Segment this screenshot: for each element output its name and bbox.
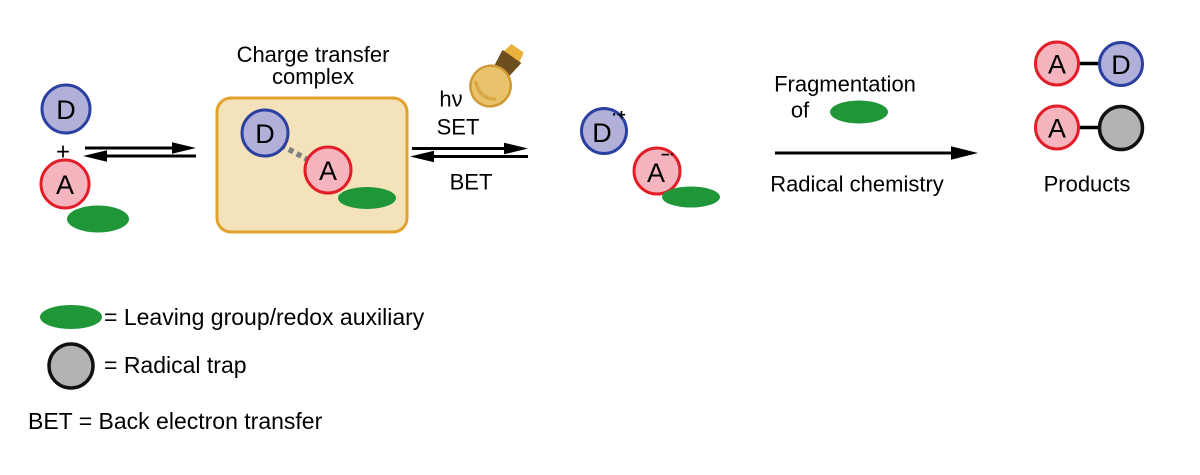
products-label: Products [1044, 172, 1131, 197]
legend-radical-trap-circle [47, 342, 95, 390]
hv-label: hν [439, 87, 462, 112]
photoexcitation-group: hν SET BET [410, 87, 528, 195]
acceptor-circle [39, 158, 91, 210]
bet-arrowhead [410, 150, 434, 163]
bet-label: BET [450, 170, 493, 195]
donor-letter: D [56, 95, 76, 125]
fragmentation-label: Fragmentation [774, 72, 916, 97]
acceptor-radical-anion-letter: A [647, 158, 665, 188]
bulb-tip [503, 43, 524, 63]
fragmentation-group: Fragmentation of Radical chemistry [770, 72, 978, 197]
equilibrium-arrow-left [83, 142, 196, 162]
product2-acceptor-circle [1034, 104, 1080, 151]
acceptor-radical-anion-charge: −· [661, 147, 675, 164]
ctc-acceptor-circle [303, 145, 353, 195]
leaving-group-ellipse [67, 205, 129, 233]
acceptor-letter: A [56, 170, 74, 200]
donor-radical-cation-charge: ·+ [612, 107, 626, 124]
product2-acceptor-letter: A [1048, 114, 1066, 144]
reactants-group: D + A [39, 83, 129, 233]
reaction-arrowhead [951, 146, 978, 160]
acceptor-radical-anion-circle [632, 146, 682, 196]
product1-acceptor-letter: A [1048, 50, 1066, 80]
ctc-donor-letter: D [255, 119, 275, 149]
product1-acceptor-circle [1034, 40, 1080, 87]
ctc-title-line1: Charge transfer [237, 42, 390, 67]
ctc-acceptor-letter: A [319, 156, 337, 186]
product1-donor-circle [1098, 41, 1144, 87]
equilibrium-top-arrowhead [172, 142, 196, 154]
donor-radical-cation-circle [580, 107, 628, 155]
ctc-leaving-group-ellipse [338, 187, 396, 209]
set-arrowhead [504, 142, 528, 155]
ctc-donor-circle [240, 108, 290, 158]
bulb-body [469, 64, 512, 108]
legend-radical-trap-label: = Radical trap [104, 352, 247, 378]
light-bulb-icon [469, 43, 524, 108]
charge-transfer-complex-group: Charge transfer complex D A [215, 42, 409, 234]
set-label: SET [437, 115, 480, 140]
legend-leaving-group-ellipse [40, 305, 102, 329]
bulb-highlight [474, 80, 497, 102]
fragmentation-leaving-group-ellipse [830, 100, 888, 124]
ctc-title-line2: complex [272, 64, 354, 89]
donor-radical-cation-letter: D [592, 118, 612, 148]
radical-ion-pair-group: D ·+ A −· [580, 107, 720, 208]
legend-group: = Leaving group/redox auxiliary = Radica… [28, 304, 425, 434]
of-label: of [791, 98, 810, 123]
legend-leaving-group-label: = Leaving group/redox auxiliary [104, 304, 425, 330]
equilibrium-bottom-arrowhead [83, 150, 107, 162]
radical-chemistry-label: Radical chemistry [770, 172, 944, 197]
radical-pair-leaving-group-ellipse [662, 186, 720, 208]
product1-donor-letter: D [1111, 50, 1131, 80]
legend-bet-label: BET = Back electron transfer [28, 408, 323, 434]
product2-radical-trap-circle [1097, 104, 1145, 152]
donor-circle [40, 83, 92, 135]
products-group: A D A Products [1034, 40, 1145, 197]
